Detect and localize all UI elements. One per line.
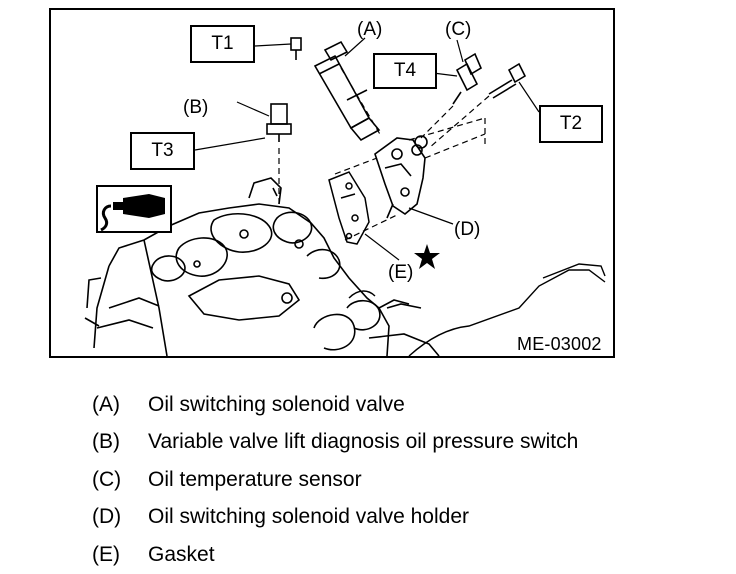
legend-item: (E) Gasket bbox=[92, 536, 712, 574]
legend-text: Oil switching solenoid valve holder bbox=[148, 505, 469, 529]
diagram-figure: T1 T4 T2 T3 (A) (C) (B) (D) (E) ME-03002 bbox=[49, 8, 615, 358]
legend-letter: (B) bbox=[92, 430, 120, 454]
legend-letter: (D) bbox=[92, 505, 122, 529]
legend-letter: (C) bbox=[92, 467, 122, 491]
exploded-view-drawing bbox=[49, 8, 615, 358]
callout-e: (E) bbox=[388, 262, 414, 283]
legend-item: (C) Oil temperature sensor bbox=[92, 461, 712, 499]
torque-label-t2: T2 bbox=[539, 105, 603, 143]
legend-letter: (E) bbox=[92, 542, 120, 566]
legend-item: (B) Variable valve lift diagnosis oil pr… bbox=[92, 424, 712, 462]
star-icon bbox=[414, 244, 440, 269]
valve-holder-drawing bbox=[374, 135, 428, 219]
callout-c: (C) bbox=[445, 19, 472, 40]
legend-text: Gasket bbox=[148, 542, 215, 566]
callout-b: (B) bbox=[183, 97, 209, 118]
torque-label-t3: T3 bbox=[130, 132, 195, 170]
legend-text: Oil temperature sensor bbox=[148, 467, 362, 491]
legend-letter: (A) bbox=[92, 392, 120, 416]
legend-text: Variable valve lift diagnosis oil pressu… bbox=[148, 430, 579, 454]
legend: (A) Oil switching solenoid valve (B) Var… bbox=[92, 386, 712, 574]
torque-label-t1: T1 bbox=[190, 25, 255, 63]
legend-text: Oil switching solenoid valve bbox=[148, 392, 405, 416]
callout-d: (D) bbox=[454, 219, 481, 240]
sealant-icon bbox=[96, 185, 172, 233]
callout-a: (A) bbox=[357, 19, 383, 40]
oil-pressure-switch-drawing bbox=[266, 103, 292, 142]
torque-label-t4: T4 bbox=[373, 53, 437, 89]
leader-lines bbox=[194, 37, 540, 261]
engine-outline bbox=[348, 263, 606, 357]
legend-item: (A) Oil switching solenoid valve bbox=[92, 386, 712, 424]
legend-item: (D) Oil switching solenoid valve holder bbox=[92, 499, 712, 537]
gasket-drawing bbox=[328, 171, 370, 245]
alignment-lines bbox=[278, 67, 490, 241]
oil-temp-sensor-drawing bbox=[452, 52, 483, 105]
figure-code: ME-03002 bbox=[517, 334, 602, 354]
bolt-t2-drawing bbox=[488, 62, 527, 99]
figure-frame bbox=[49, 8, 615, 358]
cylinder-head-drawing bbox=[84, 177, 440, 357]
